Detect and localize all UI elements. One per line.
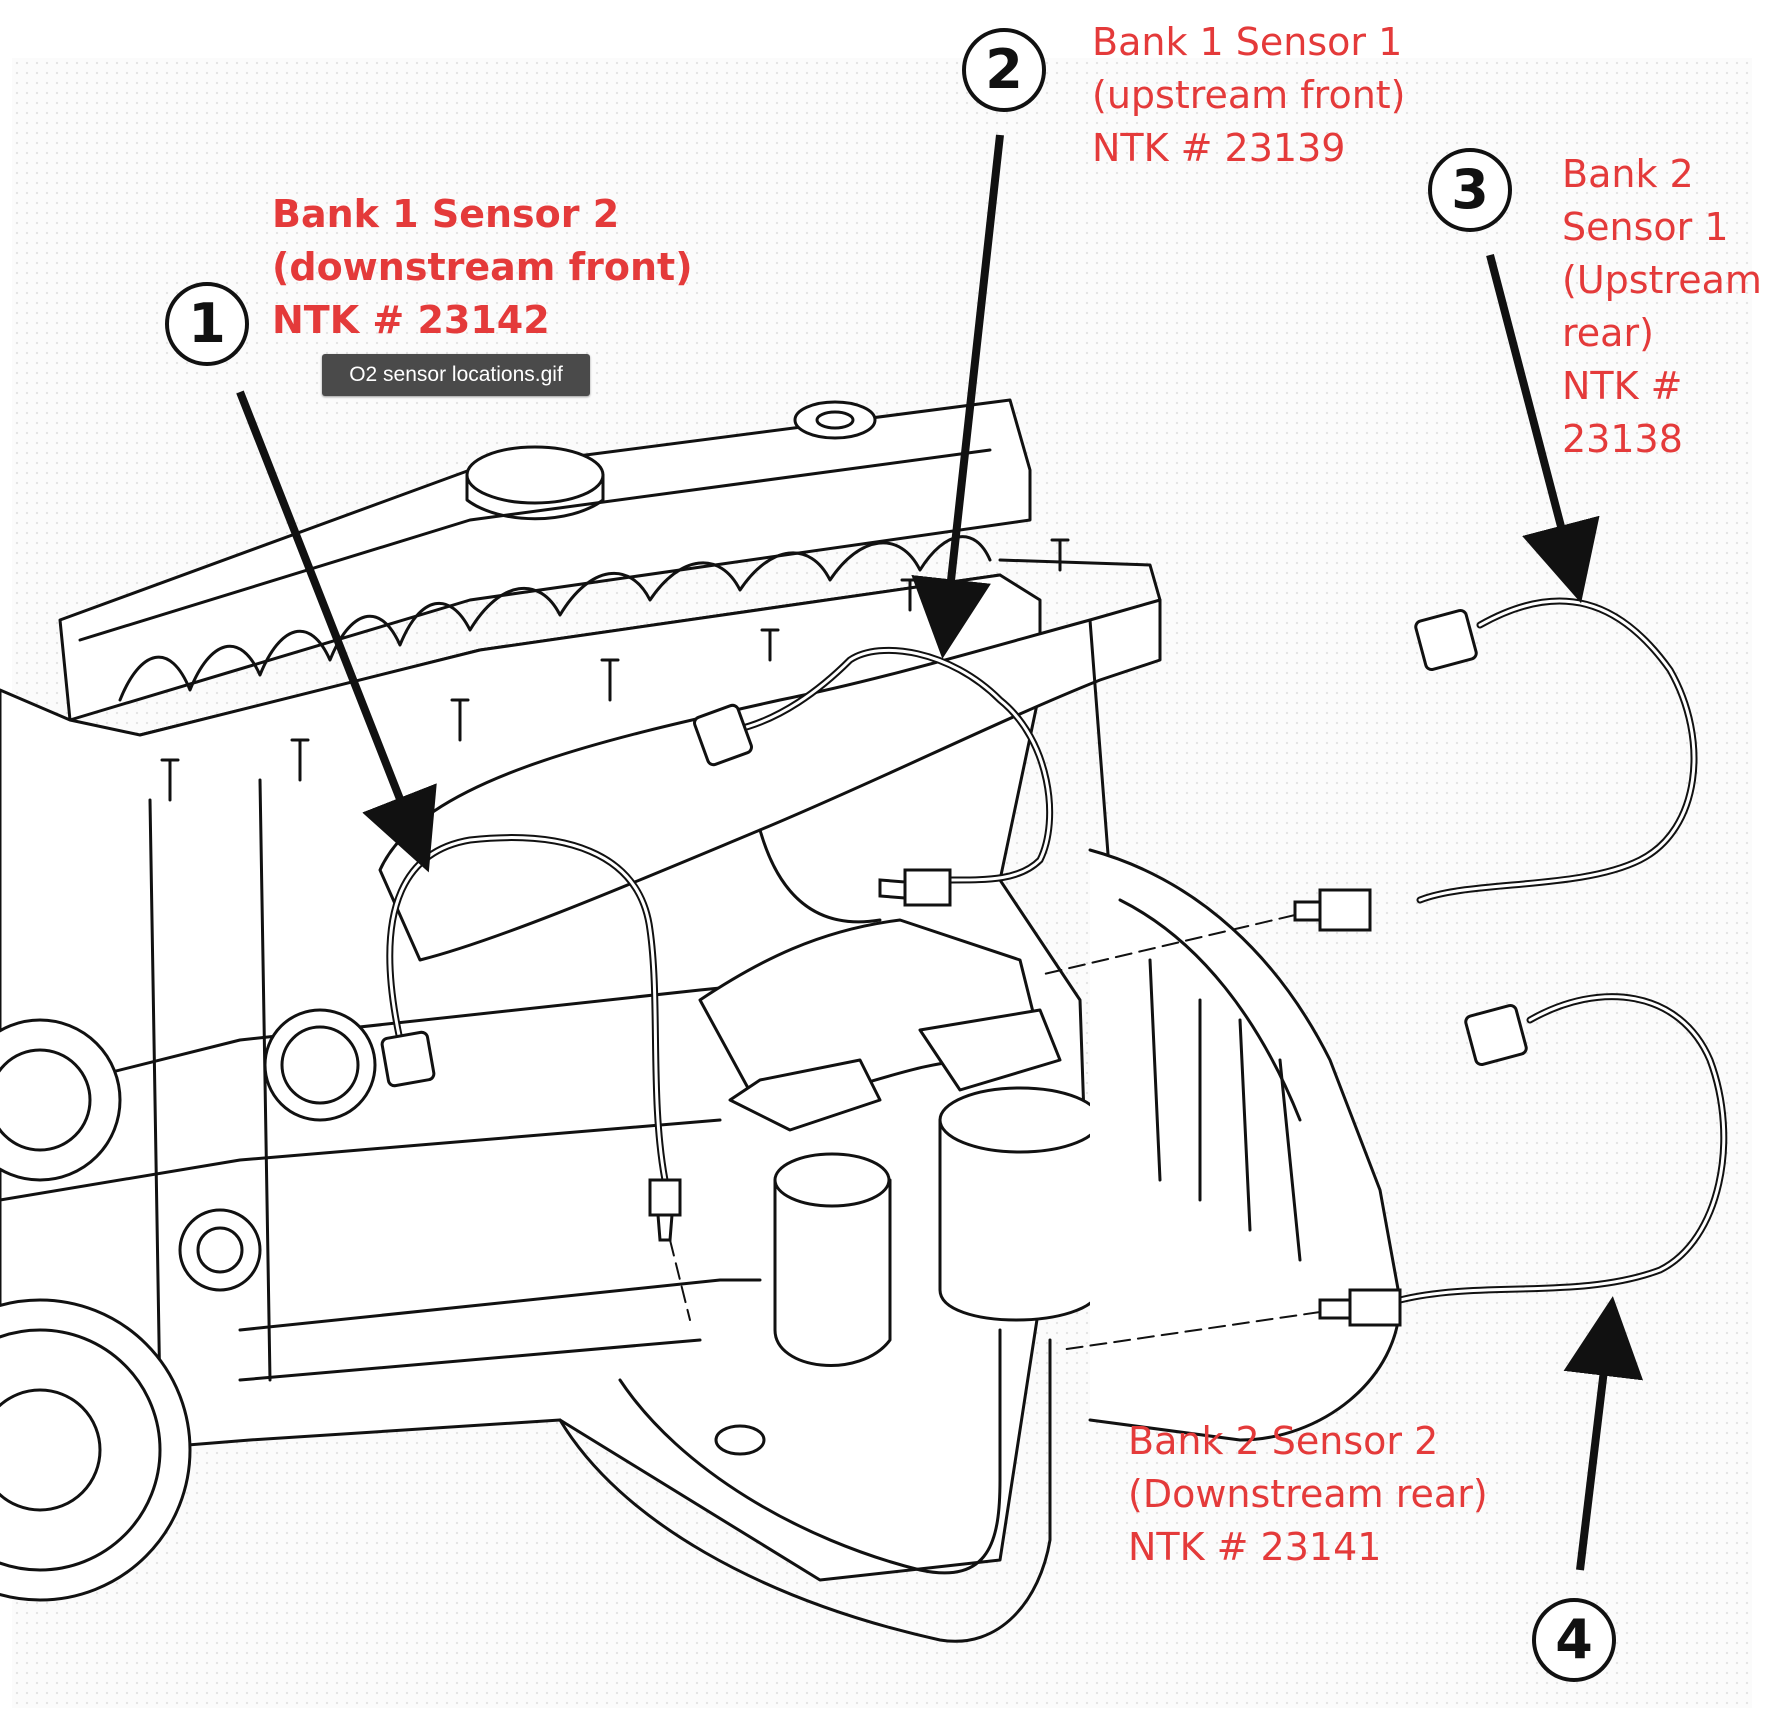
label-line: Bank 2 Sensor 2 [1128, 1419, 1439, 1463]
label-line: 23138 [1562, 417, 1683, 461]
sensor-bank1-sensor1 [693, 646, 1054, 907]
front-pulley [0, 1008, 377, 1602]
exhaust-downpipes [558, 1328, 1052, 1643]
arrow-1 [236, 390, 437, 873]
label-line: NTK # [1562, 364, 1683, 408]
sensor-bank1-sensor2 [380, 834, 691, 1321]
sensor-bank2-sensor1 [1039, 597, 1698, 976]
intake-manifold [378, 558, 1162, 962]
callout-4-circle: 4 [1532, 1598, 1616, 1682]
label-line: rear) [1562, 311, 1654, 355]
manifold-studs [160, 538, 1070, 802]
callout-2-circle: 2 [962, 28, 1046, 112]
callout-arrows [236, 134, 1644, 1571]
label-line: Bank 2 [1562, 152, 1694, 196]
arrow-3 [1486, 253, 1600, 604]
label-line: Bank 1 Sensor 2 [272, 192, 620, 236]
label-bank1-sensor1: Bank 1 Sensor 1 (upstream front) NTK # 2… [1092, 16, 1406, 175]
oil-filler-cap [465, 400, 877, 521]
sensor-bank2-sensor2 [1059, 993, 1728, 1351]
label-line: (downstream front) [272, 245, 693, 289]
callout-3-circle: 3 [1428, 148, 1512, 232]
label-bank2-sensor2: Bank 2 Sensor 2 (Downstream rear) NTK # … [1128, 1415, 1488, 1574]
label-line: NTK # 23139 [1092, 126, 1346, 170]
filename-tooltip: O2 sensor locations.gif [322, 354, 590, 396]
transmission-bellhousing [1088, 848, 1402, 1442]
label-line: (Upstream [1562, 258, 1762, 302]
label-bank1-sensor2: Bank 1 Sensor 2 (downstream front) NTK #… [272, 188, 693, 347]
label-line: Sensor 1 [1562, 205, 1729, 249]
label-line: Bank 1 Sensor 1 [1092, 20, 1403, 64]
arrow-4 [1563, 1296, 1644, 1571]
label-line: (upstream front) [1092, 73, 1406, 117]
catalytic-converter-1 [773, 1152, 892, 1367]
callout-1-circle: 1 [165, 282, 249, 366]
label-line: (Downstream rear) [1128, 1472, 1488, 1516]
exhaust-manifold [698, 918, 1062, 1132]
catalytic-converter-2 [938, 1086, 1102, 1322]
label-line: NTK # 23141 [1128, 1525, 1382, 1569]
arrow-2 [911, 134, 1004, 659]
label-bank2-sensor1: Bank 2 Sensor 1 (Upstream rear) NTK # 23… [1562, 148, 1762, 466]
label-line: NTK # 23142 [272, 298, 550, 342]
